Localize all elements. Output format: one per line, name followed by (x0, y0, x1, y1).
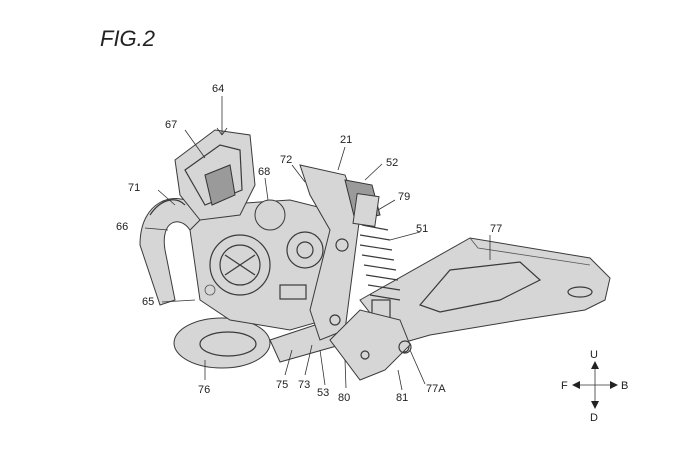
label-65: 65 (142, 296, 154, 308)
arrow-down-icon (591, 401, 599, 409)
label-75: 75 (276, 379, 288, 391)
leader-lines (144, 96, 491, 391)
arrow-back-icon (610, 381, 618, 389)
label-68: 68 (258, 166, 270, 178)
label-77A: 77A (426, 383, 446, 395)
label-21: 21 (340, 134, 352, 146)
direction-front-label: F (561, 380, 568, 392)
label-66: 66 (116, 221, 128, 233)
label-73: 73 (298, 379, 310, 391)
lower-link (329, 309, 412, 381)
label-80: 80 (338, 392, 350, 404)
direction-down-label: D (590, 412, 598, 424)
figure-title: FIG.2 (100, 26, 155, 51)
starter-motor (254, 199, 286, 231)
label-71: 71 (128, 182, 140, 194)
arrow-front-icon (572, 381, 580, 389)
cylinder-head (174, 129, 256, 221)
reference-numerals: 64 67 68 72 21 52 79 71 66 51 77 65 76 7… (116, 83, 502, 404)
label-76: 76 (198, 384, 210, 396)
label-53: 53 (317, 387, 329, 399)
direction-back-label: B (621, 380, 628, 392)
label-67: 67 (165, 119, 177, 131)
swing-arm (359, 237, 611, 353)
rear-cushion (344, 179, 401, 326)
label-72: 72 (280, 154, 292, 166)
label-79: 79 (398, 191, 410, 203)
direction-up-label: U (590, 349, 598, 361)
engine-body (189, 199, 346, 331)
direction-indicator: U D F B (561, 349, 628, 424)
label-64: 64 (212, 83, 224, 95)
label-81: 81 (396, 392, 408, 404)
arrow-up-icon (591, 361, 599, 369)
label-77: 77 (490, 223, 502, 235)
intake-pipe (149, 199, 186, 216)
label-52: 52 (386, 157, 398, 169)
label-51: 51 (416, 223, 428, 235)
